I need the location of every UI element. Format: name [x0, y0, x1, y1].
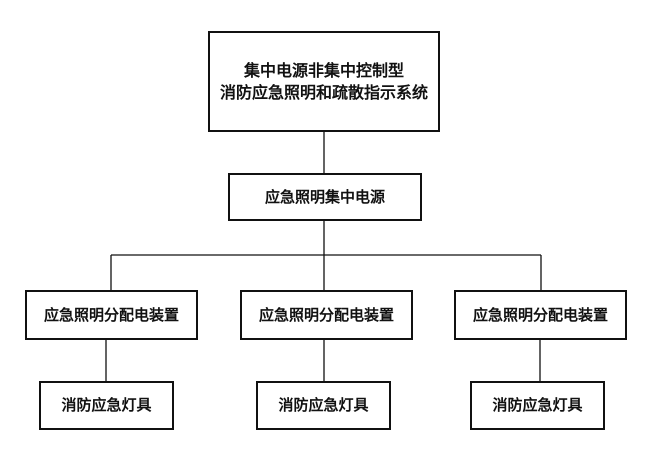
emergency-lamp-label-3: 消防应急灯具	[492, 396, 583, 415]
distribution-device-box-3: 应急照明分配电装置	[454, 290, 627, 340]
emergency-lamp-box-2: 消防应急灯具	[256, 381, 391, 430]
emergency-lamp-box-1: 消防应急灯具	[39, 381, 174, 430]
distribution-device-label-3: 应急照明分配电装置	[472, 305, 608, 324]
system-title-box: 集中电源非集中控制型 消防应急照明和疏散指示系统	[208, 31, 440, 132]
distribution-device-label-1: 应急照明分配电装置	[43, 305, 179, 324]
emergency-lamp-box-3: 消防应急灯具	[470, 381, 605, 430]
central-power-source-box: 应急照明集中电源	[228, 173, 422, 221]
system-title-line-2: 消防应急照明和疏散指示系统	[219, 82, 428, 102]
distribution-device-label-2: 应急照明分配电装置	[258, 305, 394, 324]
distribution-device-box-1: 应急照明分配电装置	[25, 290, 198, 340]
system-title-line-1: 集中电源非集中控制型	[243, 60, 404, 80]
emergency-lamp-label-1: 消防应急灯具	[61, 396, 152, 415]
distribution-device-box-2: 应急照明分配电装置	[240, 290, 413, 340]
emergency-lamp-label-2: 消防应急灯具	[278, 396, 369, 415]
central-power-source-label: 应急照明集中电源	[264, 187, 385, 206]
